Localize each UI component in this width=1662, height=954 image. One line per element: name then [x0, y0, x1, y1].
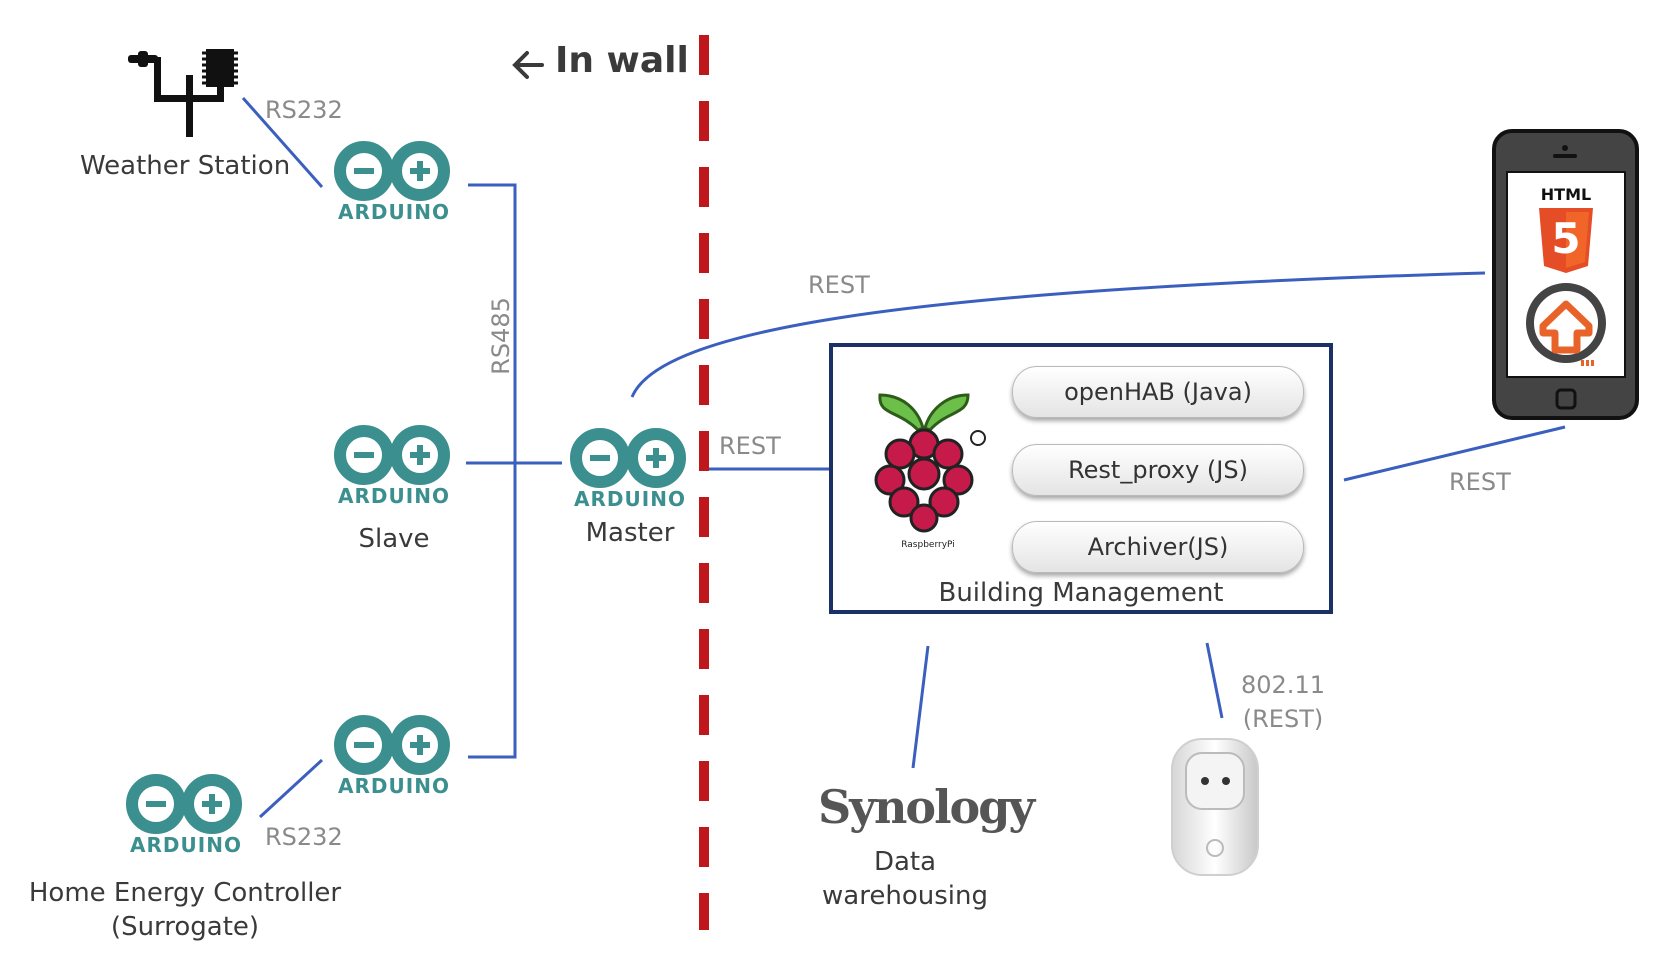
smart-plug-icon — [1171, 738, 1259, 876]
arduino-hec: ARDUINO — [124, 773, 248, 857]
arduino-logo-icon — [332, 424, 456, 486]
arduino-hec-bridge: ARDUINO — [332, 714, 456, 798]
rs485-bus — [468, 183, 517, 759]
rs232-top-label: RS232 — [265, 96, 343, 124]
hec-label-line1: Home Energy Controller — [28, 878, 342, 908]
arduino-weather: ARDUINO — [332, 140, 456, 224]
arduino-wordmark: ARDUINO — [338, 774, 450, 798]
arduino-wordmark: ARDUINO — [574, 487, 686, 511]
master-label: Master — [585, 518, 675, 548]
link-bm-phone — [1343, 425, 1566, 482]
arduino-slave: ARDUINO — [332, 424, 456, 508]
rs232-bottom-label: RS232 — [265, 823, 343, 851]
building-management-title: Building Management — [938, 578, 1224, 608]
service-archiver: Archiver(JS) — [1012, 521, 1304, 573]
wifi-label-line2: (REST) — [1242, 705, 1324, 733]
arduino-wordmark: ARDUINO — [338, 484, 450, 508]
synology-logo: Synology — [818, 780, 1035, 834]
synology-label-line1: Data — [873, 847, 937, 877]
rest-bm-phone-label: REST — [1449, 468, 1511, 496]
html-label: HTML — [1541, 185, 1591, 204]
rs485-label: RS485 — [486, 297, 515, 375]
service-rest-proxy: Rest_proxy (JS) — [1012, 444, 1304, 496]
rest-master-phone-label: REST — [808, 271, 870, 299]
hec-label-line2: (Surrogate) — [110, 912, 260, 942]
arduino-logo-icon — [568, 427, 692, 489]
arrow-left-icon — [512, 51, 544, 79]
arduino-logo-icon — [332, 140, 456, 202]
phone-icon: 5 HTML — [1492, 129, 1639, 420]
rest-master-bm-label: REST — [719, 432, 781, 460]
link-weather-arduino — [241, 97, 324, 188]
weather-station-label: Weather Station — [80, 151, 291, 181]
arduino-wordmark: ARDUINO — [130, 833, 242, 857]
raspberry-pi-icon — [874, 393, 986, 533]
service-openhab: openHAB (Java) — [1012, 366, 1304, 418]
wall-label-text: In wall — [555, 40, 689, 81]
link-bm-plug — [1205, 642, 1224, 719]
link-bm-synology — [911, 645, 930, 769]
arduino-logo-icon — [124, 773, 248, 835]
building-management-box — [829, 343, 1333, 614]
synology-label-line2: warehousing — [822, 881, 988, 911]
hec-label: Home Energy Controller (Surrogate) — [20, 876, 350, 944]
link-hec-arduino — [258, 758, 324, 819]
weather-station-icon — [128, 49, 238, 137]
synology-label: Data warehousing — [800, 845, 1010, 913]
arduino-logo-icon — [332, 714, 456, 776]
html5-digit: 5 — [1551, 214, 1580, 263]
slave-label: Slave — [358, 524, 430, 554]
link-master-phone — [630, 271, 1486, 398]
arduino-master: ARDUINO — [568, 427, 692, 511]
wifi-label: 802.11 (REST) — [1228, 668, 1338, 736]
arduino-wordmark: ARDUINO — [338, 200, 450, 224]
wifi-label-line1: 802.11 — [1241, 671, 1325, 699]
raspberry-pi-logo-text: RaspberryPi — [901, 540, 955, 550]
